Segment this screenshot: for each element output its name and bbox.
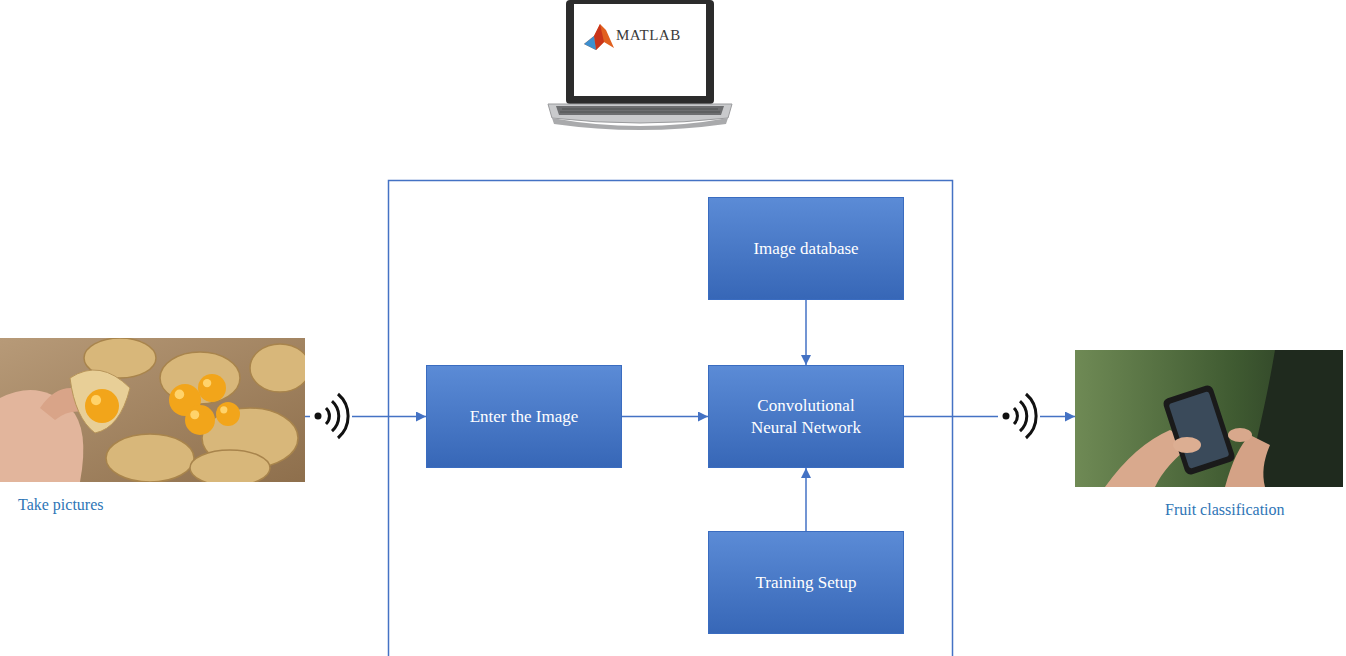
wifi-symbol — [998, 388, 1040, 444]
photo-caption: Fruit classification — [1165, 501, 1285, 519]
photo-node: Take pictures — [0, 338, 305, 482]
software-name: MATLAB — [616, 27, 681, 44]
box-label: Training Setup — [756, 572, 857, 593]
process-box: Enter the Image — [426, 365, 622, 468]
system-frame — [389, 181, 953, 656]
fruit-photo — [0, 338, 305, 482]
flow-arrow — [622, 416, 708, 418]
box-label: Enter the Image — [470, 406, 579, 427]
phone-photo — [1075, 350, 1343, 487]
photo-caption: Take pictures — [18, 496, 104, 514]
flow-arrow — [805, 468, 807, 531]
process-box: Convolutional Neural Network — [708, 365, 904, 468]
matlab-logo — [584, 24, 614, 50]
box-label: Image database — [753, 238, 858, 259]
flow-arrow — [904, 416, 1075, 418]
photo-node: Fruit classification — [1075, 350, 1343, 487]
laptop-illustration — [548, 0, 732, 130]
process-box: Training Setup — [708, 531, 904, 634]
flow-arrow — [805, 300, 807, 365]
wifi-symbol — [310, 388, 352, 444]
process-box: Image database — [708, 197, 904, 300]
box-label: Convolutional Neural Network — [740, 395, 872, 438]
